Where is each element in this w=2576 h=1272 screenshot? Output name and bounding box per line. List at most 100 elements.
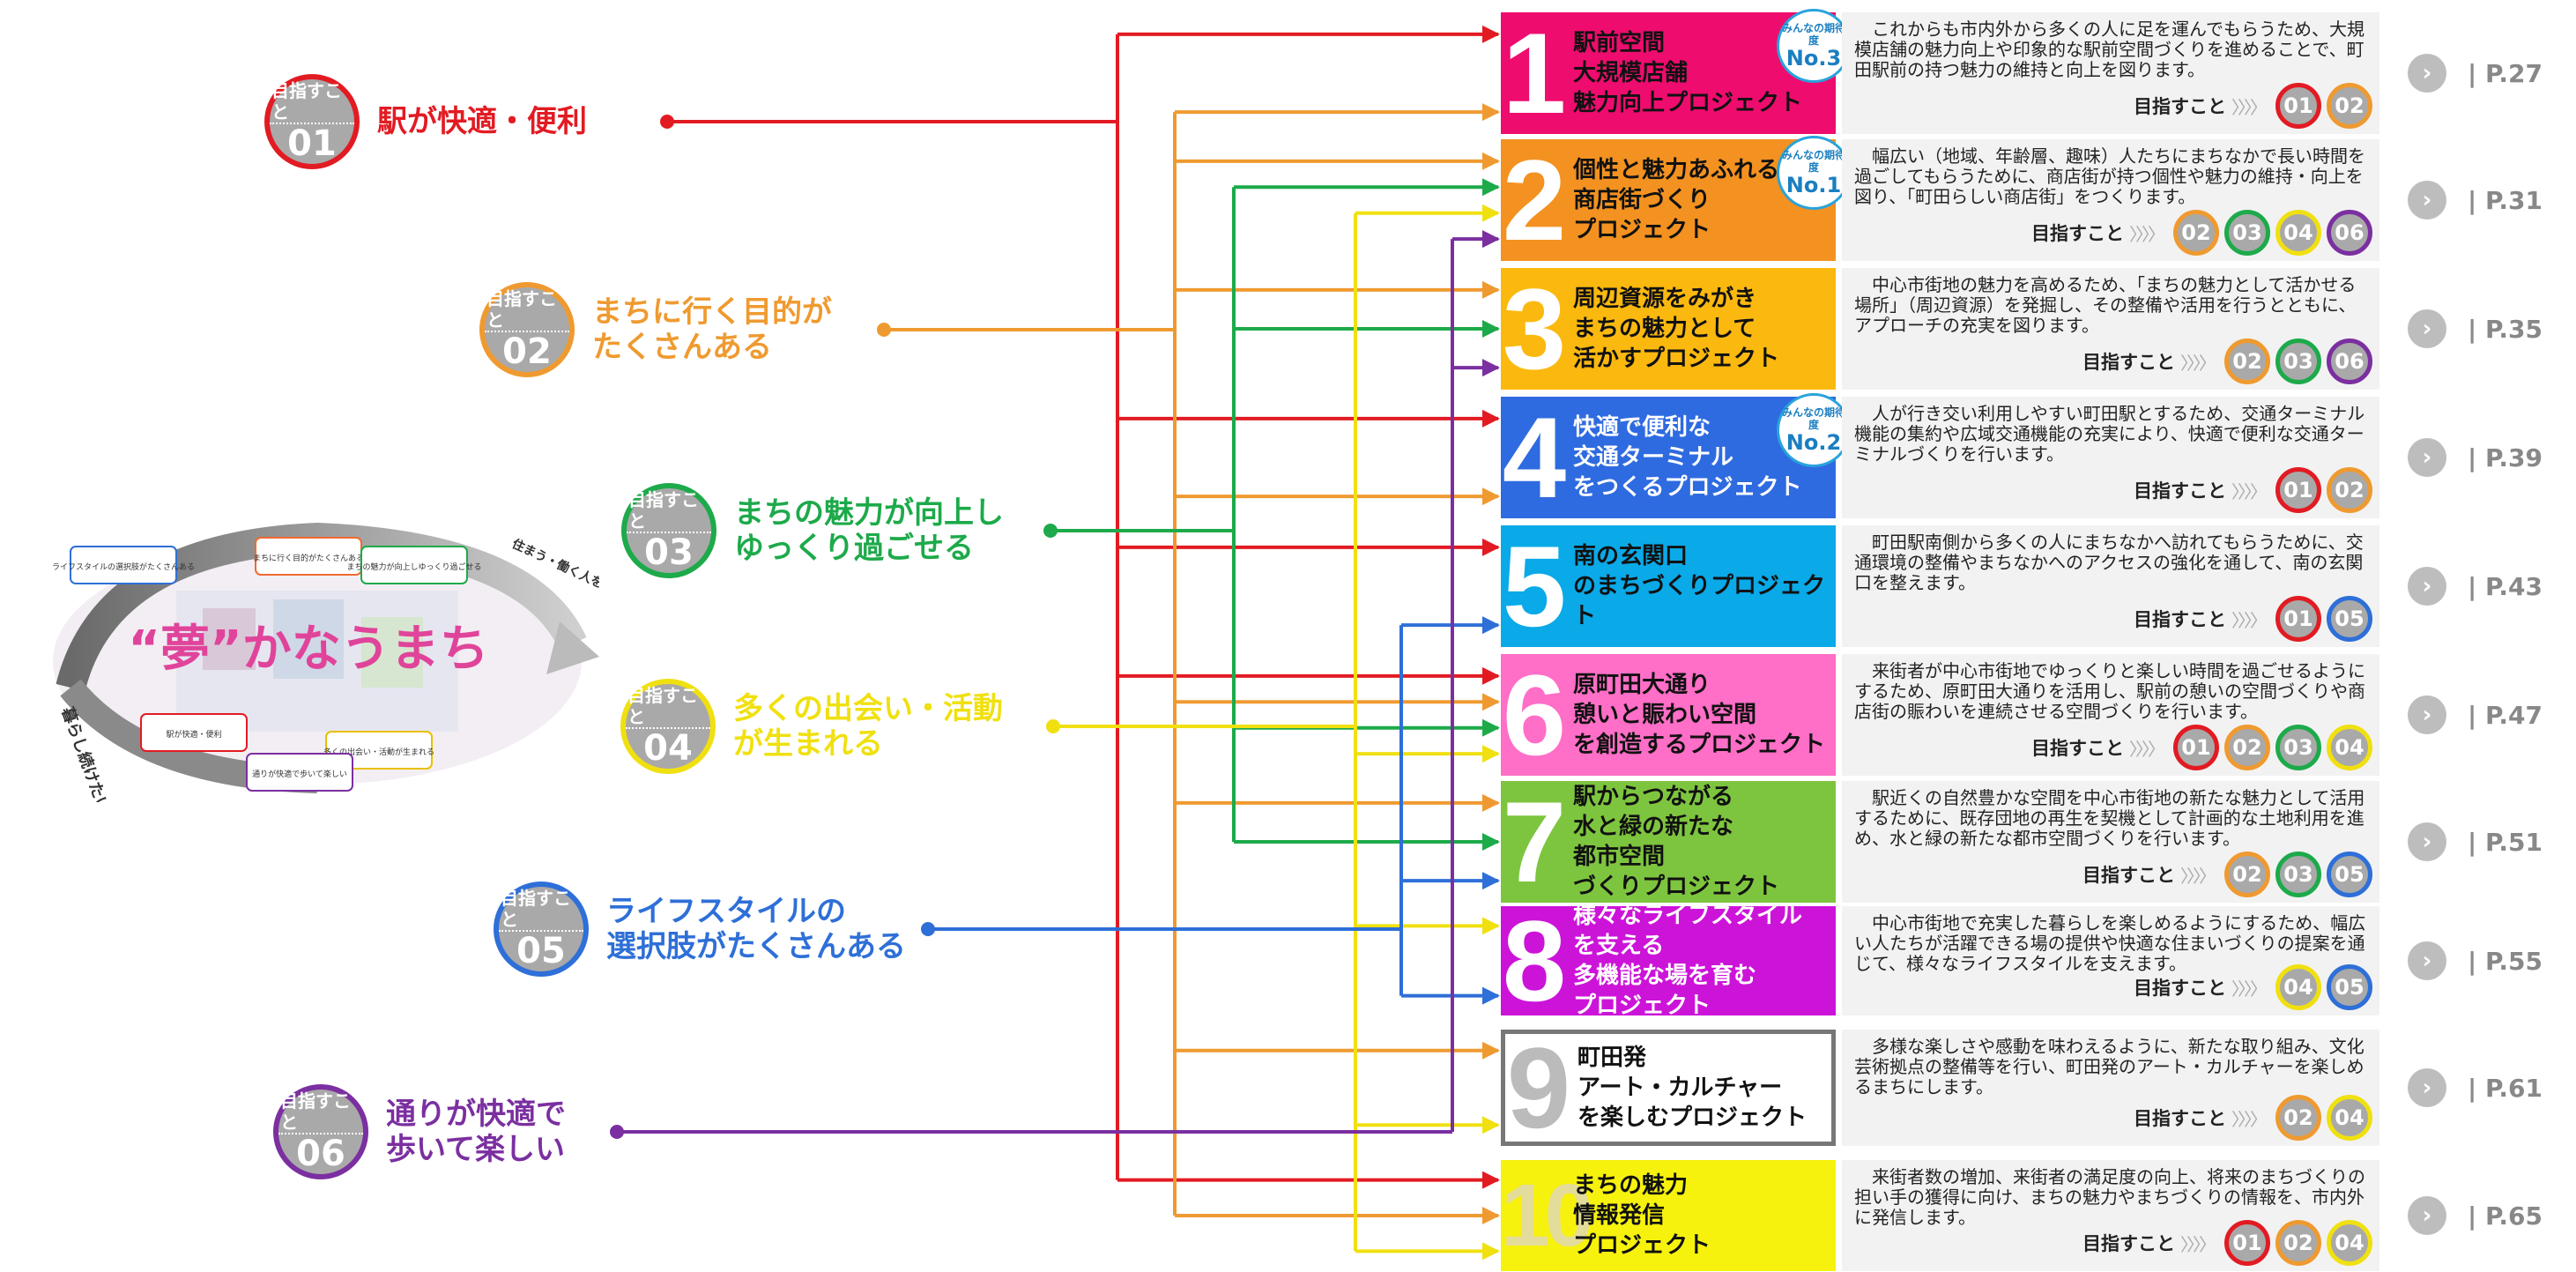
goal-text: 通りが快適で 歩いて楽しい (386, 1097, 566, 1167)
project-number: 4 (1502, 397, 1566, 518)
goal-connector-dot (1046, 719, 1060, 733)
goal-badge: 目指すこと 01 (264, 74, 360, 169)
project-5[interactable]: 5 南の玄関口 のまちづくりプロジェクト (1501, 525, 1836, 647)
rank-label: みんなの期待度 (1781, 22, 1845, 47)
goal-text: ライフスタイルの 選択肢がたくさんある (606, 894, 906, 964)
page-number: | P.61 (2468, 1073, 2543, 1103)
target-arrows: 〉〉〉〉 (2180, 865, 2216, 887)
target-goal-badge: 05 (2327, 596, 2372, 642)
rank-label: みんなの期待度 (1781, 406, 1845, 431)
target-goal-badge: 03 (2275, 852, 2321, 897)
goal-text: まちに行く目的が たくさんある (592, 294, 832, 365)
target-goal-badge: 01 (2275, 83, 2321, 129)
page-link[interactable]: › | P.65 (2408, 1196, 2543, 1235)
target-arrows: 〉〉〉〉 (2231, 609, 2268, 631)
hero-bubble (140, 713, 248, 752)
hero-bubble-text: 通りが快適で歩いて楽しい (252, 769, 347, 779)
target-goal-badge: 02 (2224, 725, 2270, 770)
goal-06: 目指すこと 06 通りが快適で 歩いて楽しい (273, 1084, 566, 1179)
page-link[interactable]: ›| P.43 (2408, 567, 2543, 606)
project-title: 原町田大通り 憩いと賑わい空間 を創造するプロジェクト (1573, 672, 1826, 758)
project-title: 個性と魅力あふれる 商店街づくり プロジェクト (1573, 157, 1780, 243)
goal-number: 05 (516, 931, 566, 971)
project-description: 来街者数の増加、来街者の満足度の向上、将来のまちづくりの担い手の獲得に向け、まち… (1842, 1160, 2379, 1271)
description-text: 幅広い（地域、年齢層、趣味）人たちにまちなかで長い時間を過ごしてもらうために、商… (1854, 145, 2365, 207)
goal-number: 02 (502, 331, 552, 372)
project-title: 駅からつながる 水と緑の新たな 都市空間 づくりプロジェクト (1573, 784, 1780, 900)
project-10[interactable]: 10 まちの魅力 情報発信 プロジェクト (1501, 1160, 1836, 1271)
target-label: 目指すこと (2134, 480, 2226, 502)
project-9[interactable]: 9 町田発 アート・カルチャー を楽しむプロジェクト (1501, 1030, 1836, 1146)
page-number: | P.27 (2468, 58, 2543, 88)
target-label: 目指すこと (2031, 738, 2124, 759)
goal-number: 06 (296, 1134, 345, 1174)
target-arrows: 〉〉〉〉 (2231, 1108, 2268, 1130)
description-text: 町田駅南側から多くの人にまちなかへ訪れてもらうために、交通環境の整備やまちなかへ… (1854, 532, 2364, 593)
page-link[interactable]: ›| P.39 (2408, 438, 2543, 477)
chevron-right-icon[interactable]: › (2408, 1068, 2446, 1107)
chevron-right-icon[interactable]: › (2408, 54, 2446, 93)
project-title: 駅前空間 大規模店舗 魅力向上プロジェクト (1573, 30, 1803, 116)
description-text: 来街者が中心市街地でゆっくりと楽しい時間を過ごせるようにするため、原町田大通りを… (1854, 660, 2365, 722)
hero-bubble-text: 駅が快適・便利 (166, 729, 221, 740)
project-number: 7 (1502, 781, 1566, 903)
goal-badge: 目指すこと 02 (479, 282, 575, 377)
project-description: 中心市街地で充実した暮らしを楽しめるようにするため、幅広い人たちが活躍できる場の… (1842, 906, 2379, 1015)
target-goal-badge: 02 (2327, 83, 2372, 129)
chevron-right-icon[interactable]: › (2408, 822, 2446, 861)
page-number: | P.55 (2468, 946, 2543, 976)
project-title: 町田発 アート・カルチャー を楽しむプロジェクト (1578, 1045, 1808, 1131)
project-number: 5 (1502, 525, 1566, 647)
chevron-right-icon[interactable]: › (2408, 567, 2446, 606)
project-8[interactable]: 8 様々なライフスタイル を支える 多機能な場を育む プロジェクト (1501, 906, 1836, 1015)
page-link[interactable]: › | P.55 (2408, 941, 2543, 980)
page-number: | P.51 (2468, 827, 2543, 857)
page-link[interactable]: ›| P.31 (2408, 181, 2543, 219)
chevron-right-icon[interactable]: › (2408, 1196, 2446, 1235)
chevron-right-icon[interactable]: › (2408, 438, 2446, 477)
chevron-right-icon[interactable]: › (2408, 309, 2446, 348)
goal-connector-dot (921, 922, 935, 936)
page-link[interactable]: ›| P.47 (2408, 696, 2543, 734)
page-link[interactable]: › | P.27 (2408, 54, 2543, 93)
project-number: 6 (1502, 654, 1566, 776)
project-description: 来街者が中心市街地でゆっくりと楽しい時間を過ごせるようにするため、原町田大通りを… (1842, 654, 2379, 776)
goal-01: 目指すこと 01 駅が快適・便利 (264, 74, 587, 169)
page-link[interactable]: › | P.61 (2408, 1068, 2543, 1107)
description-text: 多様な楽しさや感動を味わえるように、新たな取り組み、文化芸術拠点の整備等を行い、… (1854, 1036, 2364, 1097)
hero-bubble-text: まちに行く目的がたくさんある (253, 553, 364, 563)
target-arrows: 〉〉〉〉 (2180, 1233, 2216, 1255)
page-link[interactable]: ›| P.35 (2408, 309, 2543, 348)
chevron-right-icon[interactable]: › (2408, 941, 2446, 980)
goal-badge-label: 目指すこと (278, 1090, 363, 1134)
project-number: 1 (1502, 12, 1566, 134)
project-title: まちの魅力 情報発信 プロジェクト (1573, 1172, 1711, 1259)
project-7[interactable]: 7 駅からつながる 水と緑の新たな 都市空間 づくりプロジェクト (1501, 781, 1836, 903)
project-3[interactable]: 3 周辺資源をみがき まちの魅力として 活かすプロジェクト (1501, 268, 1836, 390)
target-label: 目指すこと (2082, 352, 2175, 373)
target-goal-badge: 02 (2327, 467, 2372, 513)
description-text: 中心市街地の魅力を高めるため、「まちの魅力として活かせる場所」（周辺資源）を発掘… (1854, 274, 2357, 336)
project-title: 周辺資源をみがき まちの魅力として 活かすプロジェクト (1573, 286, 1780, 372)
target-goal-badge: 02 (2275, 1095, 2321, 1141)
page-number: | P.65 (2468, 1201, 2543, 1231)
goal-03: 目指すこと 03 まちの魅力が向上し ゆっくり過ごせる (621, 483, 1004, 578)
project-6[interactable]: 6 原町田大通り 憩いと賑わい空間 を創造するプロジェクト (1501, 654, 1836, 776)
target-label: 目指すこと (2134, 1108, 2226, 1129)
goal-badge-label: 目指すこと (270, 80, 354, 124)
target-goal-badge: 04 (2327, 1220, 2372, 1266)
rank-label: みんなの期待度 (1781, 149, 1845, 174)
hero-bubble-text: まちの魅力が向上しゆっくり過ごせる (346, 562, 481, 572)
goal-badge-label: 目指すこと (499, 888, 583, 932)
page-link[interactable]: › | P.51 (2408, 822, 2543, 861)
chevron-right-icon[interactable]: › (2408, 181, 2446, 219)
target-label: 目指すこと (2134, 609, 2226, 630)
goal-connector-dot (610, 1125, 624, 1139)
goal-badge-label: 目指すこと (626, 685, 710, 729)
target-label: 目指すこと (2082, 865, 2175, 886)
target-goal-badge: 04 (2275, 210, 2321, 256)
chevron-right-icon[interactable]: › (2408, 696, 2446, 734)
